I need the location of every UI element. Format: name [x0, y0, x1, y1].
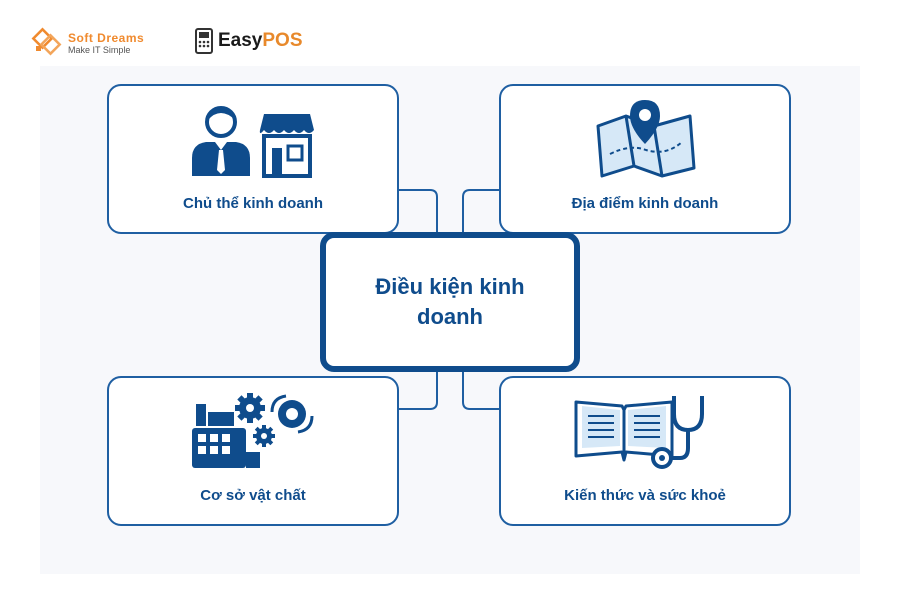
softdreams-logo: Soft Dreams Make IT Simple [30, 26, 144, 60]
cash-register-gears-icon [109, 390, 397, 470]
easypos-name-easy: Easy [218, 30, 263, 51]
card-label: Địa điểm kinh doanh [571, 195, 719, 212]
easypos-name-pos: POS [262, 30, 303, 51]
softdreams-logo-icon [31, 27, 62, 56]
center-title: Điều kiện kinh doanh [375, 274, 525, 329]
center-node: Điều kiện kinh doanh [320, 232, 580, 372]
map-pin-icon [501, 98, 789, 178]
easypos-logo: EasyPOS [194, 24, 303, 58]
card-facilities: Cơ sở vật chất [107, 376, 399, 526]
softdreams-name: Soft Dreams [68, 30, 145, 45]
softdreams-tagline: Make IT Simple [68, 44, 131, 55]
book-stethoscope-icon [501, 390, 789, 470]
card-business-owner: Chủ thể kinh doanh [107, 84, 399, 234]
easypos-name: EasyPOS [218, 30, 303, 52]
pos-terminal-icon [195, 28, 213, 54]
card-label: Cơ sở vật chất [200, 487, 306, 504]
card-business-location: Địa điểm kinh doanh [499, 84, 791, 234]
card-knowledge-health: Kiến thức và sức khoẻ [499, 376, 791, 526]
businessman-shop-icon [109, 98, 397, 178]
card-label: Kiến thức và sức khoẻ [564, 487, 726, 504]
card-label: Chủ thể kinh doanh [183, 195, 323, 212]
